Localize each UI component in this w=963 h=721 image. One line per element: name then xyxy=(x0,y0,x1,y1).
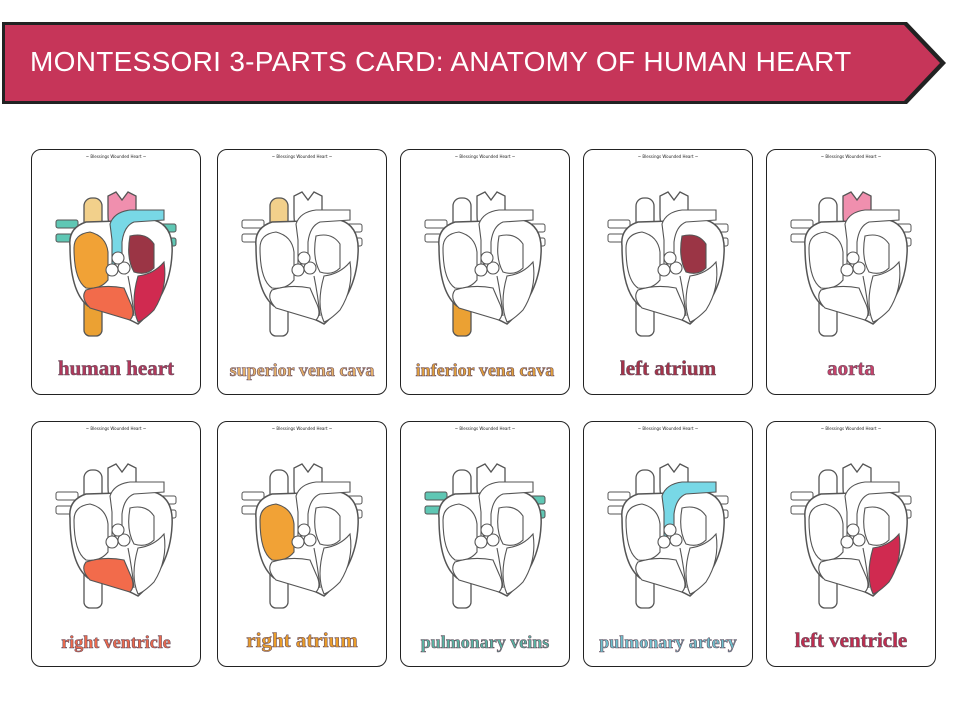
card-credit: ~ Blessings Wounded Heart ~ xyxy=(454,426,516,431)
pulmonary-veins-illustration xyxy=(419,456,553,616)
right-ventricle-illustration xyxy=(50,456,184,616)
left-atrium-illustration xyxy=(602,184,736,344)
card-credit: ~ Blessings Wounded Heart ~ xyxy=(271,426,333,431)
human-heart-illustration xyxy=(50,184,184,344)
card-label: left atrium xyxy=(619,356,717,381)
card-left-ventricle: ~ Blessings Wounded Heart ~ left ventric… xyxy=(766,421,936,667)
card-inferior-vena-cava: ~ Blessings Wounded Heart ~ inferior ven… xyxy=(400,149,570,395)
pulmonary-artery-illustration xyxy=(602,456,736,616)
card-credit: ~ Blessings Wounded Heart ~ xyxy=(454,154,516,159)
card-right-atrium: ~ Blessings Wounded Heart ~ right atrium xyxy=(217,421,387,667)
card-credit: ~ Blessings Wounded Heart ~ xyxy=(637,154,699,159)
superior-vena-cava-illustration xyxy=(236,184,370,344)
card-human-heart: ~ Blessings Wounded Heart ~ human heart xyxy=(31,149,201,395)
card-left-atrium: ~ Blessings Wounded Heart ~ left atrium xyxy=(583,149,753,395)
card-pulmonary-artery: ~ Blessings Wounded Heart ~ pulmonary ar… xyxy=(583,421,753,667)
card-credit: ~ Blessings Wounded Heart ~ xyxy=(271,154,333,159)
title-banner: MONTESSORI 3-PARTS CARD: ANATOMY OF HUMA… xyxy=(2,20,948,106)
card-pulmonary-veins: ~ Blessings Wounded Heart ~ pulmonary ve… xyxy=(400,421,570,667)
inferior-vena-cava-illustration xyxy=(419,184,553,344)
aorta-illustration xyxy=(785,184,919,344)
card-right-ventricle: ~ Blessings Wounded Heart ~ right ventri… xyxy=(31,421,201,667)
card-credit: ~ Blessings Wounded Heart ~ xyxy=(820,426,882,431)
card-credit: ~ Blessings Wounded Heart ~ xyxy=(85,426,147,431)
left-ventricle-illustration xyxy=(785,456,919,616)
card-label: pulmonary veins xyxy=(420,632,550,653)
page-title: MONTESSORI 3-PARTS CARD: ANATOMY OF HUMA… xyxy=(30,46,852,77)
card-label: right ventricle xyxy=(61,632,171,653)
card-credit: ~ Blessings Wounded Heart ~ xyxy=(820,154,882,159)
card-label: superior vena cava xyxy=(229,360,375,381)
card-label: left ventricle xyxy=(794,628,908,653)
card-aorta: ~ Blessings Wounded Heart ~ aorta xyxy=(766,149,936,395)
right-atrium-illustration xyxy=(236,456,370,616)
card-credit: ~ Blessings Wounded Heart ~ xyxy=(637,426,699,431)
card-label: right atrium xyxy=(246,628,358,653)
banner-arrow-shape xyxy=(2,22,946,104)
card-label: pulmonary artery xyxy=(599,632,737,653)
card-label: inferior vena cava xyxy=(415,360,555,381)
card-label: aorta xyxy=(827,356,875,381)
card-label: human heart xyxy=(57,356,175,381)
card-credit: ~ Blessings Wounded Heart ~ xyxy=(85,154,147,159)
card-superior-vena-cava: ~ Blessings Wounded Heart ~ superior ven… xyxy=(217,149,387,395)
